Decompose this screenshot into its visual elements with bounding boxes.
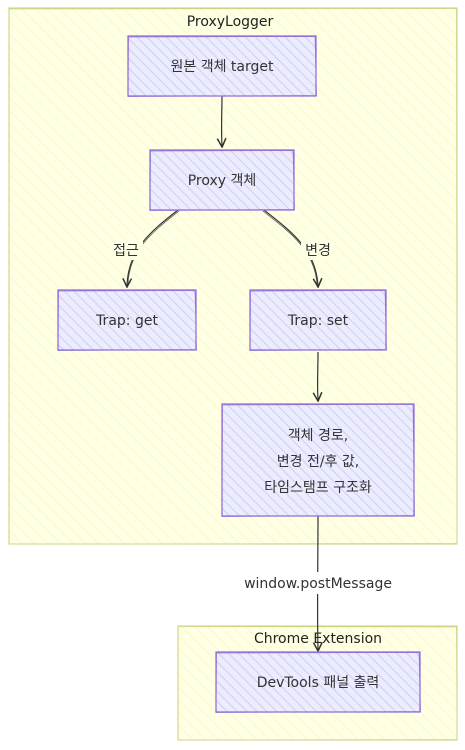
edge-label-access: 접근 (113, 243, 139, 259)
edge-labels: 접근 변경 window.postMessage (109, 240, 400, 594)
node-original-target-box (127, 35, 317, 97)
node-structuring-sketch (221, 404, 415, 517)
edge-label-post-message-bg (236, 572, 400, 594)
node-trap-get: Trap: get (57, 289, 197, 351)
node-structuring: 객체 경로, 변경 전/후 값, 타임스탬프 구조화 (221, 403, 415, 517)
node-structuring-line2: 변경 전/후 값, (277, 454, 359, 470)
node-devtools-panel-label: DevTools 패널 출력 (257, 675, 380, 691)
node-proxy-object: Proxy 객체 (149, 149, 295, 211)
node-trap-get-label: Trap: get (95, 313, 158, 329)
node-original-target: 원본 객체 target (127, 35, 317, 97)
edge-proxy-to-trap-get-sketch (127, 210, 180, 286)
node-proxy-object-box (149, 149, 295, 211)
cluster-proxy-logger-title: ProxyLogger (187, 14, 274, 30)
edge-label-change: 변경 (305, 243, 331, 259)
node-proxy-object-label: Proxy 객체 (188, 173, 257, 189)
node-structuring-line1: 객체 경로, (288, 428, 348, 444)
edge-label-post-message: window.postMessage (244, 576, 392, 592)
node-structuring-line3: 타임스탬프 구조화 (264, 480, 372, 496)
edge-label-access-bg (109, 240, 143, 260)
node-trap-set: Trap: set (249, 289, 387, 351)
edge-label-change-bg (301, 240, 335, 260)
node-trap-get-sketch (57, 290, 197, 351)
node-trap-set-sketch (249, 290, 387, 351)
node-trap-set-label: Trap: set (287, 313, 349, 329)
cluster-proxy-logger-sketch (8, 8, 458, 545)
node-original-target-sketch (127, 36, 317, 97)
edge-proxy-to-trap-set-sketch (262, 210, 318, 286)
node-devtools-panel-box (215, 651, 421, 713)
node-devtools-panel: DevTools 패널 출력 (215, 651, 421, 713)
node-original-target-label: 원본 객체 target (171, 59, 274, 75)
node-structuring-box (221, 403, 415, 517)
node-devtools-panel-sketch (215, 652, 421, 713)
edge-proxy-to-trap-set (263, 209, 318, 286)
node-proxy-object-sketch (149, 150, 295, 211)
